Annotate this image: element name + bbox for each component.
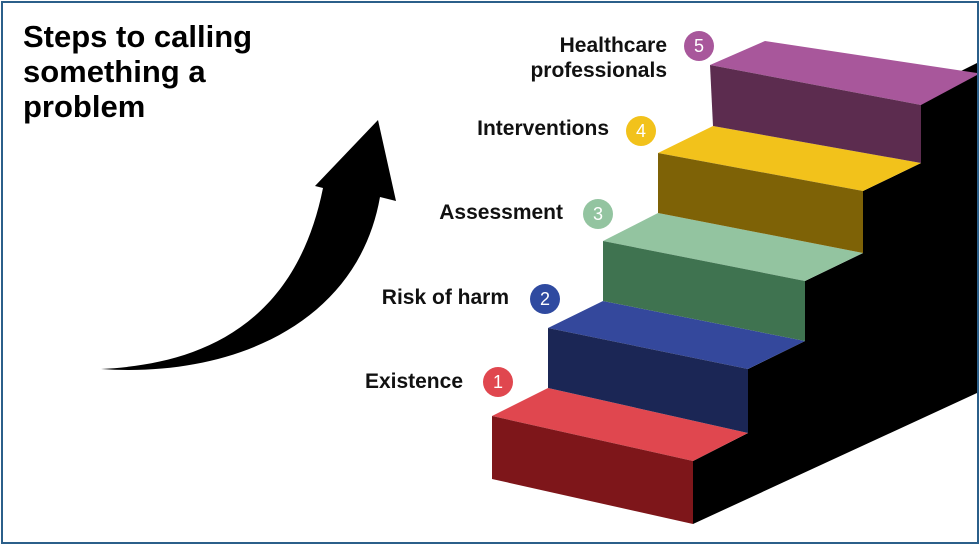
title-line-3: problem — [23, 89, 146, 124]
step-4-badge: 4 — [626, 116, 656, 146]
title-line-2: something a — [23, 54, 206, 89]
step-2-badge: 2 — [530, 284, 560, 314]
step-5-top — [710, 41, 977, 105]
step-4-front — [658, 153, 863, 253]
step-5-label: Healthcare professionals — [483, 33, 667, 83]
step-3-badge: 3 — [583, 199, 613, 229]
step-3-label: Assessment — [439, 201, 563, 224]
step-5-label-line-1: Healthcare — [559, 34, 667, 57]
stair-side-shadow — [693, 63, 977, 524]
step-2-top — [548, 301, 805, 369]
step-4-top — [658, 126, 921, 191]
upward-curved-arrow — [101, 120, 396, 370]
step-1-front — [492, 416, 693, 524]
staircase-diagram — [101, 41, 977, 524]
step-1-label: Existence — [364, 370, 463, 393]
step-3-top — [603, 213, 863, 281]
step-2-front — [548, 328, 748, 433]
step-1-top — [492, 388, 748, 461]
step-5-front — [710, 65, 921, 163]
step-3-front — [603, 241, 805, 341]
slide-title: Steps to calling something a problem — [23, 19, 323, 124]
step-1-badge: 1 — [483, 367, 513, 397]
step-2-label: Risk of harm — [381, 286, 509, 309]
step-5-label-line-2: professionals — [530, 59, 667, 82]
step-4-label: Interventions — [477, 117, 609, 140]
step-5-badge: 5 — [684, 31, 714, 61]
title-line-1: Steps to calling — [23, 19, 253, 54]
